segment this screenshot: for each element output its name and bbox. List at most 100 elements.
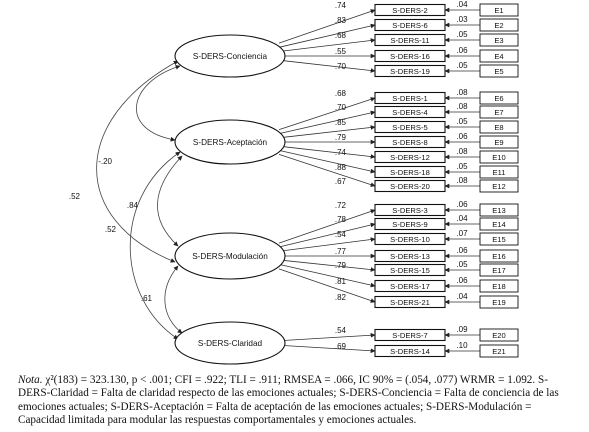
loading-arrow: [278, 150, 376, 174]
indicator-label: S-DERS-2: [392, 6, 427, 15]
error-value: .06: [456, 276, 468, 285]
correlation-value: .61: [141, 294, 153, 303]
error-label: E4: [494, 52, 503, 61]
error-value: .04: [456, 292, 468, 301]
loading-value: .68: [335, 89, 347, 98]
indicator-box: [374, 203, 446, 217]
loading-arrow: [278, 209, 376, 244]
error-label: E2: [494, 21, 503, 30]
correlation-value: .84: [127, 201, 139, 210]
loading-arrow: [278, 59, 376, 73]
indicator-box: [374, 120, 446, 134]
error-value: .06: [456, 246, 468, 255]
error-label: E1: [494, 6, 503, 15]
correlation-value: .52: [105, 225, 117, 234]
loading-arrow: [278, 222, 376, 248]
loading-value: .83: [335, 16, 347, 25]
loading-value: .74: [335, 148, 347, 157]
error-label: E6: [494, 94, 503, 103]
indicator-box: [374, 150, 446, 164]
indicator-label: S-DERS-4: [392, 108, 427, 117]
latent-factor: [174, 321, 286, 365]
indicator-label: S-DERS-19: [390, 67, 430, 76]
error-value: .10: [456, 341, 468, 350]
error-box: [479, 203, 519, 217]
loading-arrow: [278, 153, 376, 187]
indicator-label: S-DERS-1: [392, 94, 427, 103]
loading-value: .54: [335, 326, 347, 335]
indicator-box: [374, 263, 446, 277]
error-label: E9: [494, 138, 503, 147]
indicator-box: [374, 64, 446, 78]
error-label: E19: [492, 298, 506, 307]
indicator-box: [374, 165, 446, 179]
loading-arrow: [278, 344, 376, 354]
correlation-arc: [129, 151, 181, 340]
loading-arrow: [278, 264, 376, 288]
error-label: E15: [492, 235, 506, 244]
error-box: [479, 344, 519, 358]
loading-value: .88: [335, 163, 347, 172]
indicator-box: [374, 232, 446, 246]
loading-value: .78: [335, 215, 347, 224]
factor-label: S-DERS-Aceptación: [193, 138, 268, 147]
loading-value: .54: [335, 230, 347, 239]
indicator-box: [374, 249, 446, 263]
indicator-label: S-DERS-3: [392, 206, 427, 215]
error-box: [479, 279, 519, 293]
loading-arrow: [278, 97, 376, 131]
error-value: .06: [456, 200, 468, 209]
error-value: .05: [456, 162, 468, 171]
error-label: E7: [494, 108, 503, 117]
error-value: .08: [456, 88, 468, 97]
error-value: .03: [456, 15, 468, 24]
error-value: .05: [456, 117, 468, 126]
loading-value: .85: [335, 118, 347, 127]
indicator-box: [374, 49, 446, 63]
loading-value: .69: [335, 342, 347, 351]
error-box: [479, 49, 519, 63]
loading-arrow: [278, 145, 376, 159]
factor-label: S-DERS-Conciencia: [193, 52, 268, 61]
indicator-label: S-DERS-20: [390, 182, 430, 191]
error-value: .05: [456, 61, 468, 70]
error-box: [479, 150, 519, 164]
indicator-box: [374, 18, 446, 32]
error-box: [479, 179, 519, 193]
indicator-box: [374, 295, 446, 309]
indicator-box: [374, 179, 446, 193]
note-label: Nota.: [18, 374, 43, 386]
error-box: [479, 165, 519, 179]
error-label: E5: [494, 67, 503, 76]
error-value: .08: [456, 102, 468, 111]
error-value: .04: [456, 214, 468, 223]
error-value: .05: [456, 30, 468, 39]
loading-arrow: [278, 237, 376, 252]
error-box: [479, 217, 519, 231]
loading-value: .79: [335, 133, 347, 142]
error-box: [479, 105, 519, 119]
loading-value: .55: [335, 47, 347, 56]
indicator-label: S-DERS-9: [392, 220, 427, 229]
loading-value: .70: [335, 103, 347, 112]
indicator-label: S-DERS-13: [390, 252, 430, 261]
indicator-box: [374, 279, 446, 293]
factor-label: S-DERS-Modulación: [192, 252, 268, 261]
error-value: .05: [456, 260, 468, 269]
error-label: E11: [493, 168, 506, 177]
indicator-label: S-DERS-14: [390, 347, 430, 356]
indicator-label: S-DERS-15: [390, 266, 430, 275]
error-box: [479, 33, 519, 47]
error-label: E21: [492, 347, 506, 356]
error-value: .07: [456, 229, 468, 238]
correlation-value: .52: [69, 192, 81, 201]
loading-value: .72: [335, 201, 347, 210]
error-value: .09: [456, 325, 468, 334]
loading-value: .70: [335, 62, 347, 71]
loading-arrow: [278, 9, 376, 44]
error-label: E12: [492, 182, 506, 191]
error-value: .06: [456, 132, 468, 141]
error-value: .04: [456, 0, 468, 9]
error-box: [479, 135, 519, 149]
indicator-box: [374, 328, 446, 342]
